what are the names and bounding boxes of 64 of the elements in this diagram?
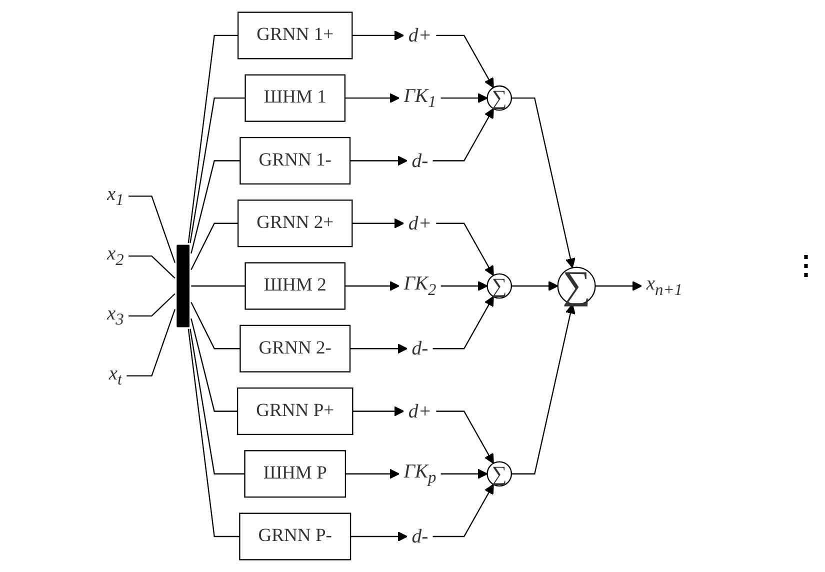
node-text: x$_{3}$	[107, 302, 124, 330]
connector	[191, 285, 246, 287]
node-text: d-	[412, 525, 428, 548]
connector	[188, 34, 238, 244]
node-text: x$_{n+1}$	[646, 272, 683, 300]
connector	[190, 328, 246, 474]
arrow	[436, 410, 494, 464]
arrow	[350, 344, 408, 354]
node-text: x$_{2}$	[107, 242, 124, 270]
connector	[128, 293, 176, 317]
network-diagram: x$_{1}$ x$_{2}$ x$_{3}$ x$_{t}$ GRNN 1+ d+ ШНМ 1 ГК$_{1}$ GRNN 1- d- ∑ GRNN 2+ d+ ШНМ 2 ГК$_{2}$ GRNN 2- d- ∑ GRNN P+ d+ ШНМ P ГК$_{p}$ GRNN P- d- ∑ ∑ x$_{n+1}$	[93, 3, 697, 569]
node-circle	[486, 461, 512, 487]
node-text: d+	[408, 24, 432, 46]
ellipsis-mark: ⋮	[793, 250, 819, 281]
node-text: d+	[408, 400, 432, 422]
node-box	[244, 262, 346, 310]
node-circle	[486, 273, 512, 299]
node-circle	[558, 266, 596, 306]
arrow	[512, 280, 559, 292]
arrow	[352, 218, 404, 228]
arrow	[436, 222, 494, 276]
node-text: x$_{1}$	[107, 182, 124, 210]
node-box	[244, 450, 346, 498]
node-box	[244, 74, 346, 122]
node-circle	[486, 85, 512, 111]
arrow	[350, 156, 408, 166]
arrow	[352, 406, 404, 416]
node-text: x$_{t}$	[109, 362, 122, 390]
arrow	[346, 468, 400, 479]
arrow	[350, 531, 408, 542]
connector	[126, 309, 176, 376]
connector	[190, 302, 240, 350]
arrow	[433, 296, 494, 350]
node-text: d+	[408, 212, 432, 234]
arrow	[512, 304, 576, 474]
arrow	[436, 34, 494, 88]
arrow	[352, 30, 404, 41]
node-box	[239, 512, 352, 560]
arrow	[433, 108, 494, 162]
connector	[190, 98, 246, 244]
arrow	[433, 484, 494, 538]
node-text: d-	[412, 149, 428, 172]
arrow	[441, 468, 488, 479]
arrow	[441, 93, 488, 104]
node-text: ГК$_{1}$	[404, 84, 436, 112]
arrow	[596, 280, 642, 292]
arrow	[345, 280, 400, 292]
node-text: ГК$_{2}$	[404, 272, 436, 300]
node-text: ГК$_{p}$	[404, 460, 436, 488]
node-box	[238, 200, 353, 248]
connector	[190, 318, 238, 412]
connector	[190, 160, 240, 254]
arrow	[512, 98, 576, 268]
arrow	[345, 93, 400, 104]
node-box	[240, 324, 351, 372]
node-box	[237, 387, 354, 436]
connector	[128, 255, 176, 279]
connector	[128, 196, 176, 263]
node-box	[238, 12, 353, 60]
node-text: d-	[412, 337, 428, 360]
arrow	[441, 280, 488, 292]
connector	[188, 328, 240, 538]
connector	[190, 222, 238, 270]
node-box	[240, 136, 351, 185]
